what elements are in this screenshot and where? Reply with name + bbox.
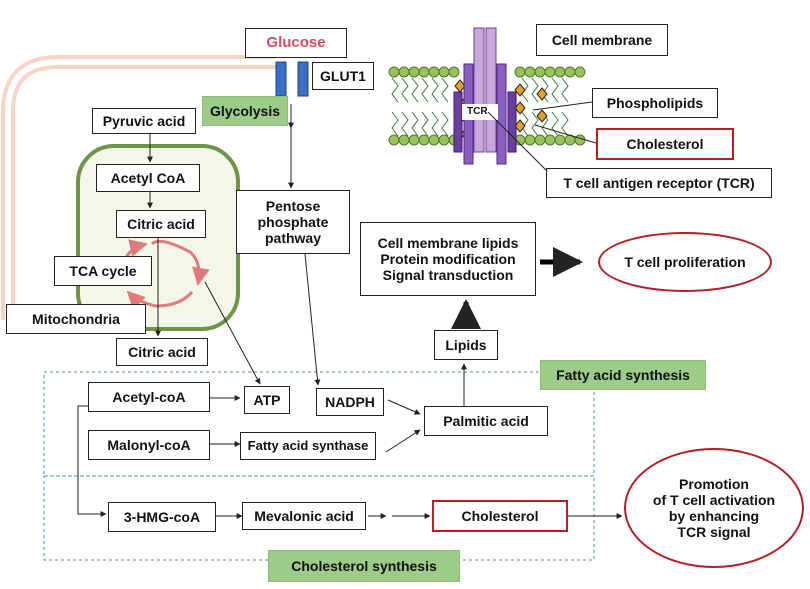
palmitic-acid-node: Palmitic acid [424, 406, 548, 436]
cholesterol-product-node: Cholesterol [432, 500, 568, 532]
glut1-node: GLUT1 [312, 62, 374, 90]
cholesterol-membrane-node: Cholesterol [596, 128, 734, 160]
tca-cycle-node: TCA cycle [54, 256, 152, 286]
cholesterol-synthesis-label-box: Cholesterol synthesis [268, 550, 460, 582]
membrane-functions-label: Cell membrane lipids Protein modificatio… [377, 234, 519, 284]
hmg-coa-node: 3-HMG-coA [108, 502, 216, 532]
pentose-phosphate-label: Pentose phosphate pathway [257, 197, 329, 247]
mitochondria-label: Mitochondria [32, 310, 120, 327]
lipids-label: Lipids [445, 336, 487, 353]
malonyl-coa-label: Malonyl-coA [107, 436, 191, 453]
t-cell-proliferation-label: T cell proliferation [624, 253, 746, 270]
fatty-acid-synthesis-label-box: Fatty acid synthesis [540, 360, 706, 390]
pentose-phosphate-node: Pentose phosphate pathway [236, 190, 350, 254]
fatty-acid-synthase-label: Fatty acid synthase [247, 437, 369, 453]
glycolysis-node: Glycolysis [202, 96, 288, 126]
cell-membrane-node: Cell membrane [536, 24, 668, 56]
cholesterol-membrane-label: Cholesterol [626, 135, 704, 152]
pyruvic-acid-node: Pyruvic acid [92, 108, 196, 134]
mitochondria-node: Mitochondria [6, 304, 146, 334]
hmg-coa-label: 3-HMG-coA [123, 508, 201, 525]
citric-acid-node: Citric acid [116, 210, 206, 238]
cell-outline-inner [5, 59, 276, 320]
nadph-node: NADPH [316, 388, 384, 416]
tcr-full-label: T cell antigen receptor (TCR) [563, 174, 755, 191]
tca-cycle-label: TCA cycle [69, 262, 137, 279]
glut1-transporter-left [275, 61, 287, 97]
mevalonic-acid-node: Mevalonic acid [242, 502, 366, 530]
fatty-acid-synthase-node: Fatty acid synthase [240, 432, 376, 460]
pyruvic-acid-label: Pyruvic acid [102, 112, 186, 129]
nadph-label: NADPH [325, 393, 375, 410]
fatty-acid-synthesis-region [43, 371, 595, 477]
glut1-transporter-right [297, 61, 309, 97]
promotion-node: Promotion of T cell activation by enhanc… [624, 448, 804, 568]
membrane-functions-node: Cell membrane lipids Protein modificatio… [360, 222, 536, 296]
promotion-label: Promotion of T cell activation by enhanc… [652, 475, 776, 541]
acetyl-coa-label: Acetyl CoA [110, 169, 186, 186]
tcr-full-node: T cell antigen receptor (TCR) [546, 168, 772, 198]
citric-acid-label: Citric acid [127, 215, 195, 232]
glucose-node: Glucose [245, 28, 347, 58]
lipids-node: Lipids [434, 330, 498, 360]
pathway-arrows [77, 101, 623, 519]
malonyl-coa-node: Malonyl-coA [88, 430, 210, 460]
cell-membrane-label: Cell membrane [551, 31, 653, 48]
tcr-label: TCR [467, 106, 488, 117]
palmitic-acid-label: Palmitic acid [443, 412, 529, 429]
glut1-label: GLUT1 [320, 67, 366, 84]
citric-acid-output-node: Citric acid [116, 338, 208, 366]
citric-acid-output-label: Citric acid [128, 343, 196, 360]
acetyl-coa-2-node: Acetyl-coA [88, 382, 210, 412]
fatty-acid-synthesis-label: Fatty acid synthesis [556, 366, 690, 383]
acetyl-coa-node: Acetyl CoA [96, 164, 200, 192]
atp-node: ATP [244, 386, 290, 414]
cholesterol-product-label: Cholesterol [461, 507, 539, 524]
tcr-complex [453, 27, 517, 165]
glycolysis-label: Glycolysis [209, 102, 281, 119]
mevalonic-acid-label: Mevalonic acid [254, 507, 354, 524]
phospholipids-label: Phospholipids [606, 94, 704, 111]
atp-label: ATP [253, 391, 281, 408]
cholesterol-synthesis-label: Cholesterol synthesis [291, 557, 437, 574]
acetyl-coa-2-label: Acetyl-coA [112, 388, 186, 405]
glucose-label: Glucose [266, 34, 326, 52]
t-cell-proliferation-node: T cell proliferation [598, 232, 772, 292]
phospholipids-node: Phospholipids [592, 88, 718, 118]
